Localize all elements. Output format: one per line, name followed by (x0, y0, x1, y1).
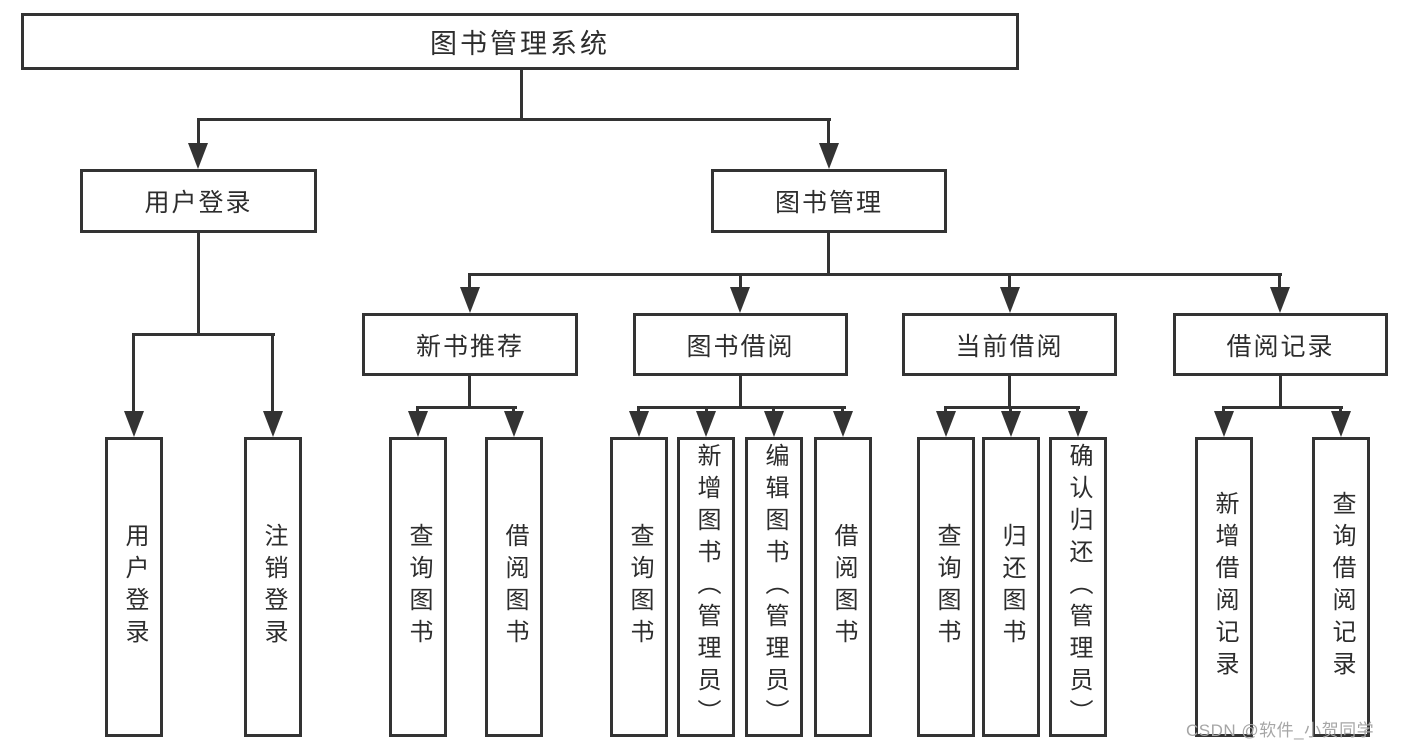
arrow-down-icon (504, 411, 524, 437)
connector-line (197, 118, 831, 121)
node-root: 图书管理系统 (21, 13, 1019, 70)
leaf-label: 新增借阅记录 (1211, 491, 1238, 683)
connector-line (827, 233, 830, 273)
arrow-down-icon (408, 411, 428, 437)
arrow-down-icon (696, 411, 716, 437)
arrow-down-icon (819, 143, 839, 169)
connector-line (132, 333, 135, 413)
leaf-label: 确认归还（管理员） (1065, 443, 1092, 731)
arrow-down-icon (124, 411, 144, 437)
leaf-label: 查询图书 (626, 523, 653, 651)
node-label: 图书管理系统 (430, 29, 610, 59)
arrow-down-icon (1214, 411, 1234, 437)
leaf-return-book: 归还图书 (982, 437, 1040, 737)
leaf-query-borrow-record: 查询借阅记录 (1312, 437, 1370, 737)
connector-line (1279, 376, 1282, 406)
leaf-borrow-book-recommend: 借阅图书 (485, 437, 543, 737)
connector-line (1008, 273, 1011, 289)
connector-line (772, 406, 775, 414)
connector-line (468, 273, 1282, 276)
connector-line (1076, 406, 1079, 414)
arrow-down-icon (1001, 411, 1021, 437)
node-label: 用户登录 (144, 189, 253, 217)
leaf-query-book-recommend: 查询图书 (389, 437, 447, 737)
connector-line (1339, 406, 1342, 414)
connector-line (637, 406, 640, 414)
connector-line (468, 376, 471, 406)
leaf-add-book-admin: 新增图书（管理员） (677, 437, 735, 737)
connector-line (705, 406, 708, 414)
arrow-down-icon (1331, 411, 1351, 437)
leaf-query-current-borrow: 查询图书 (917, 437, 975, 737)
leaf-label: 借阅图书 (501, 523, 528, 651)
arrow-down-icon (1270, 287, 1290, 313)
connector-line (1008, 376, 1011, 406)
arrow-down-icon (188, 143, 208, 169)
connector-line (132, 333, 275, 336)
leaf-label: 查询图书 (933, 523, 960, 651)
connector-line (841, 406, 844, 414)
connector-line (1222, 406, 1343, 409)
connector-line (1278, 273, 1281, 289)
node-label: 图书管理 (774, 189, 883, 217)
arrow-down-icon (1068, 411, 1088, 437)
leaf-label: 编辑图书（管理员） (761, 443, 788, 731)
node-current-borrow: 当前借阅 (902, 313, 1117, 376)
leaf-edit-book-admin: 编辑图书（管理员） (745, 437, 803, 737)
connector-line (739, 273, 742, 289)
arrow-down-icon (833, 411, 853, 437)
leaf-borrow-book: 借阅图书 (814, 437, 872, 737)
connector-line (416, 406, 517, 409)
leaf-user-login: 用户登录 (105, 437, 163, 737)
arrow-down-icon (730, 287, 750, 313)
connector-line (1222, 406, 1225, 414)
connector-line (197, 118, 200, 146)
node-user-login: 用户登录 (80, 169, 317, 233)
arrow-down-icon (1000, 287, 1020, 313)
node-book-borrow: 图书借阅 (633, 313, 848, 376)
node-label: 新书推荐 (415, 332, 524, 361)
arrow-down-icon (764, 411, 784, 437)
connector-line (271, 333, 274, 413)
watermark-text: CSDN @软件_小贺同学 (1186, 721, 1375, 740)
leaf-label: 注销登录 (260, 523, 287, 651)
node-new-book-recommend: 新书推荐 (362, 313, 578, 376)
leaf-label: 用户登录 (121, 523, 148, 651)
connector-line (827, 118, 830, 146)
leaf-confirm-return-admin: 确认归还（管理员） (1049, 437, 1107, 737)
leaf-label: 查询图书 (405, 523, 432, 651)
arrow-down-icon (936, 411, 956, 437)
connector-line (944, 406, 947, 414)
leaf-add-borrow-record: 新增借阅记录 (1195, 437, 1253, 737)
node-label: 图书借阅 (686, 332, 795, 361)
connector-line (197, 233, 200, 333)
leaf-label: 归还图书 (998, 523, 1025, 651)
connector-line (1009, 406, 1012, 414)
arrow-down-icon (629, 411, 649, 437)
leaf-logout: 注销登录 (244, 437, 302, 737)
connector-line (739, 376, 742, 406)
leaf-query-book: 查询图书 (610, 437, 668, 737)
connector-line (944, 406, 1080, 409)
connector-line (468, 273, 471, 289)
node-borrow-record: 借阅记录 (1173, 313, 1388, 376)
leaf-label: 新增图书（管理员） (693, 443, 720, 731)
connector-line (416, 406, 419, 414)
connector-line (512, 406, 515, 414)
node-label: 当前借阅 (955, 332, 1064, 361)
node-label: 借阅记录 (1226, 332, 1335, 361)
arrow-down-icon (263, 411, 283, 437)
leaf-label: 查询借阅记录 (1328, 491, 1355, 683)
connector-line (637, 406, 846, 409)
connector-line (520, 70, 523, 118)
node-book-management: 图书管理 (711, 169, 947, 233)
leaf-label: 借阅图书 (830, 523, 857, 651)
arrow-down-icon (460, 287, 480, 313)
